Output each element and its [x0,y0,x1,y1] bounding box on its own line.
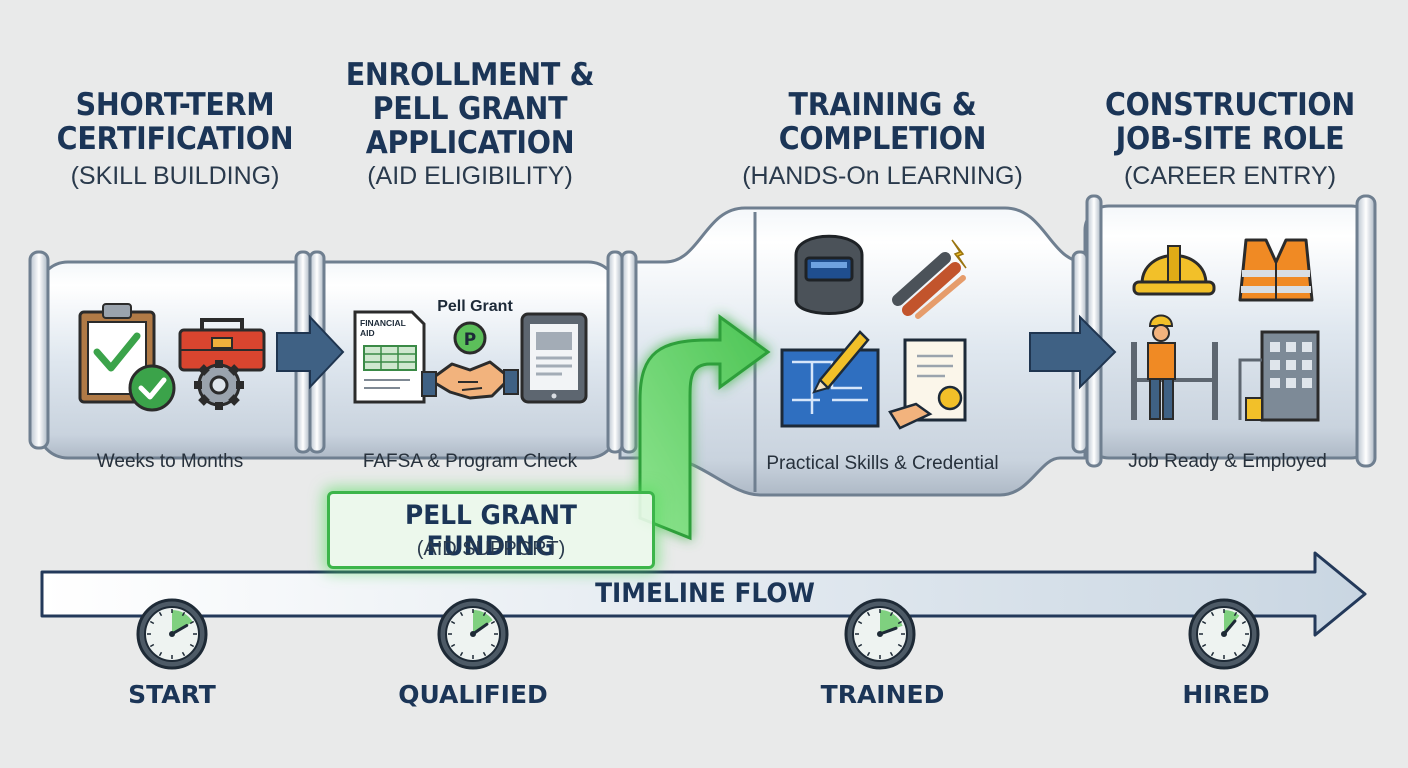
clipboard-check-icon [78,303,176,412]
gear-icon [194,360,244,410]
stage-4-subtitle: (CAREER ENTRY) [1123,162,1337,190]
stage-2-title: ENROLLMENT & PELL GRANT APPLICATION [341,58,599,160]
stage-4-title: CONSTRUCTION JOB-SITE ROLE [1097,88,1364,156]
pipe-flange [620,250,638,454]
welding-mask-icon [794,234,864,315]
pipe-flange [28,250,50,450]
worker-icon [1131,314,1218,420]
financial-aid-label: FINANCIAL AID [360,318,410,338]
stage-3-subtitle: (HANDS-On LEARNING) [742,162,1023,190]
hard-hat-icon [1132,245,1216,296]
stage-4-title-line: CONSTRUCTION [1105,87,1355,123]
clock-icon [437,598,509,670]
stage-1-subtitle: (SKILL BUILDING) [70,162,280,190]
financial-aid-label-line: AID [360,328,375,338]
stage-3-title-line: TRAINING & [788,87,977,123]
coin-letter: P [464,330,476,350]
milestone-start: START [128,680,216,709]
pipe-section-job [1083,204,1377,460]
stage-3-note: Practical Skills & Credential [766,453,999,474]
certificate-icon [888,338,967,430]
handshake-icon [421,360,519,400]
milestone-hired: HIRED [1182,680,1270,709]
stage-3-title-line: COMPLETION [778,121,987,157]
clock-icon [844,598,916,670]
milestone-trained: TRAINED [820,680,945,709]
building-icon [1238,330,1320,422]
timeline-label: TIMELINE FLOW [595,578,815,609]
stage-4-note: Job Ready & Employed [1128,451,1327,472]
stage-4-title-line: JOB-SITE ROLE [1115,121,1345,157]
pipe-flange [1355,194,1377,468]
funding-title: PELL GRANT FUNDING [405,500,577,562]
financial-aid-label-line: FINANCIAL [360,318,406,328]
blueprint-icon [780,330,880,428]
flow-arrow [1029,314,1117,390]
stage-1-title-line: CERTIFICATION [56,121,294,157]
stage-2-title-line: ENROLLMENT & [345,57,595,93]
tablet-icon [520,312,588,404]
funding-callout: PELL GRANT FUNDING (AID SUPPORT) [327,491,655,569]
safety-vest-icon [1238,238,1314,302]
toolbox-icon [178,318,266,372]
stage-2-subtitle: (AID ELIGIBILITY) [367,162,573,190]
clock-icon [136,598,208,670]
timeline-arrow [40,551,1367,637]
flow-arrow [276,314,345,390]
stage-3-title: TRAINING & COMPLETION [756,88,1009,156]
stage-1-note: Weeks to Months [96,451,244,472]
wires-icon [892,239,967,319]
timeline-clocks [136,598,1260,670]
stage-2-title-line: PELL GRANT [372,91,568,127]
funding-arrow [638,314,771,541]
stage-2-note: FAFSA & Program Check [362,451,578,472]
pell-coin-icon: P [453,321,487,355]
milestone-qualified: QUALIFIED [398,680,548,709]
clock-icon [1188,598,1260,670]
financial-aid-form-icon [353,310,426,404]
stage-1-title: SHORT-TERM CERTIFICATION [51,88,299,156]
pell-grant-label: Pell Grant [437,298,513,315]
pipe-flange [606,250,624,454]
stage-1-title-line: SHORT-TERM [75,87,275,123]
funding-subtitle: (AID SUPPORT) [416,538,566,560]
stage-2-title-line: APPLICATION [365,125,575,161]
